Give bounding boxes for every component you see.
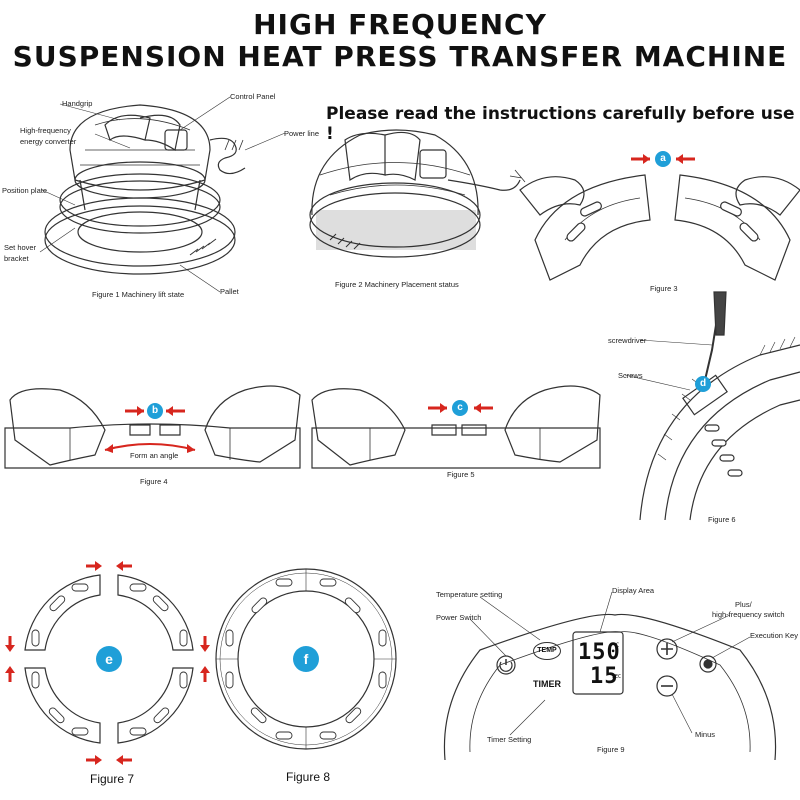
label-hf-converter-1: High-frequency (20, 126, 71, 135)
power-button[interactable] (496, 656, 516, 676)
label-handgrip: Handgrip (62, 99, 93, 108)
display-time-value: 15 (590, 664, 619, 689)
label-display-area: Display Area (612, 586, 655, 595)
plus-button[interactable] (657, 639, 677, 659)
label-plus-1: Plus/ (735, 600, 752, 609)
execution-button[interactable] (700, 656, 716, 672)
figure1-caption: Figure 1 Machinery lift state (92, 290, 185, 299)
label-hover-bracket-1: Set hover (4, 243, 37, 252)
label-power-switch: Power Switch (436, 613, 482, 622)
figure5-caption: Figure 5 (447, 470, 475, 479)
label-hover-bracket-2: bracket (4, 254, 29, 263)
figure4-annotation: Form an angle (130, 451, 179, 460)
title-line-2: SUSPENSION HEAT PRESS TRANSFER MACHINE (12, 40, 788, 73)
figure5-badge: c (452, 400, 468, 416)
label-temperature-setting: Temperature setting (436, 590, 503, 599)
figure7-badge: e (96, 646, 122, 672)
figure7-caption: Figure 7 (90, 772, 135, 786)
label-power-line: Power line (284, 129, 320, 138)
figure8-badge: f (293, 646, 319, 672)
figure6-caption: Figure 6 (708, 515, 736, 524)
instruction-text: Please read the instructions carefully b… (326, 104, 795, 144)
label-execution-key: Execution Key (750, 631, 798, 640)
figure9-caption: Figure 9 (597, 745, 625, 754)
figure8-caption: Figure 8 (286, 770, 331, 784)
figure3-caption: Figure 3 (650, 284, 678, 293)
display-temp-unit: °C (612, 642, 620, 649)
figure4-caption: Figure 4 (140, 477, 168, 486)
label-position-plate: Position plate (2, 186, 48, 195)
display-time-unit: SEC (612, 674, 622, 680)
label-control-panel: Control Panel (230, 92, 276, 101)
label-screwdriver: screwdriver (608, 336, 647, 345)
label-minus: Minus (695, 730, 716, 739)
label-timer-setting: Timer Setting (487, 735, 532, 744)
figure3-badge: a (655, 151, 671, 167)
figure6-badge: d (695, 376, 711, 392)
label-pallet: Pallet (220, 287, 239, 296)
temp-button[interactable]: TEMP (533, 642, 561, 660)
figure4-badge: b (147, 403, 163, 419)
timer-button[interactable]: TIMER (533, 679, 561, 689)
label-screws: Screws (618, 371, 643, 380)
label-plus-2: high-frequency switch (712, 610, 785, 619)
title-line-1: HIGH FREQUENCY (253, 8, 547, 41)
figure2-caption: Figure 2 Machinery Placement status (335, 280, 459, 289)
display-temp-value: 150 (578, 640, 621, 665)
label-hf-converter-2: energy converter (20, 137, 77, 146)
minus-button[interactable] (657, 676, 677, 696)
